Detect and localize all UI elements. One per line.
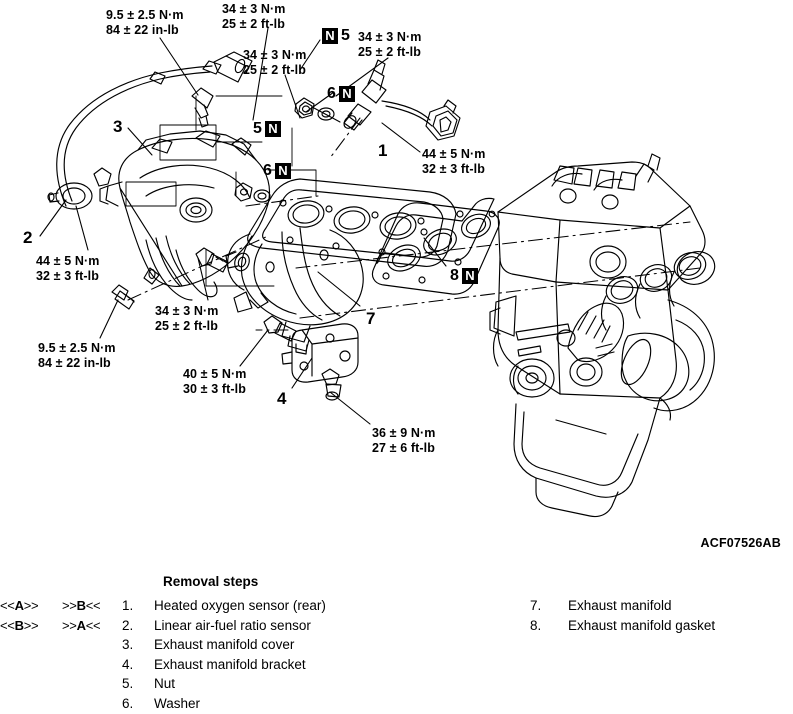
legend-item: <<A>> >>B<< 1. Heated oxygen sensor (rea… [0,596,326,616]
n-marker-left-6: 6 N [263,163,291,179]
legend-label: Washer [154,695,201,711]
n-marker-index: 6 [263,162,272,179]
legend-mark-a: <<B>> [0,617,39,633]
front-sensor-harness [47,51,253,210]
torque-callout-sensor-front: 44 ± 5 N·m 32 ± 3 ft-lb [36,254,100,283]
drawing-reference-code: ACF07526AB [700,536,781,550]
exhaust-manifold-gasket [371,197,500,295]
legend-label: Exhaust manifold bracket [154,656,306,672]
removal-steps-legend: Removal steps <<A>> >>B<< 1. Heated oxyg… [0,566,793,711]
exploded-view-diagram: 9.5 ± 2.5 N·m 84 ± 22 in-lb 34 ± 3 N·m 2… [23,2,781,550]
exhaust-manifold-bracket [281,323,359,383]
torque-callout-bracket-lower: 36 ± 9 N·m 27 ± 6 ft-lb [372,426,436,455]
legend-title: Removal steps [163,574,259,589]
legend-label: Exhaust manifold gasket [568,617,716,633]
legend-number: 4. [122,656,134,672]
n-chip-icon: N [322,28,338,44]
legend-item: 6. Washer [0,694,326,714]
n-marker-gasket-8: 8 N [450,268,478,284]
torque-callout-nut-right: 34 ± 3 N·m 25 ± 2 ft-lb [358,30,422,59]
assembly-axis-lines [127,117,701,331]
legend-number: 2. [122,617,134,633]
legend-item: <<B>> >>A<< 2. Linear air-fuel ratio sen… [0,616,326,636]
n-marker-index: 5 [341,27,350,44]
torque-callout-sensor-rear: 44 ± 5 N·m 32 ± 3 ft-lb [422,147,486,176]
part-number-2: 2 [23,228,33,247]
n-marker-top-6: 6 N [327,86,355,102]
n-marker-left-5: 5 N [253,121,281,137]
legend-item: 5. Nut [0,674,326,694]
n-marker-index: 8 [450,267,459,284]
torque-callout-nut-upper: 34 ± 3 N·m 25 ± 2 ft-lb [222,2,286,31]
n-marker-index: 6 [327,85,336,102]
legend-number: 7. [530,598,542,613]
leader-lines [39,27,447,425]
legend-label: Exhaust manifold [568,598,672,613]
legend-left-column: <<A>> >>B<< 1. Heated oxygen sensor (rea… [0,596,326,714]
legend-mark-a: <<A>> [0,598,39,613]
torque-callout-manifold-bolt: 34 ± 3 N·m 25 ± 2 ft-lb [155,304,219,333]
legend-number: 5. [122,676,134,692]
legend-item: 7. Exhaust manifold [530,596,715,616]
exhaust-manifold-cover [99,130,271,301]
n-chip-icon: N [264,121,281,137]
part-number-1: 1 [378,141,388,160]
n-marker-index: 5 [253,120,262,137]
engine-assembly [489,153,716,518]
n-marker-top-5: N 5 [322,28,350,44]
torque-callout-cover-upper: 9.5 ± 2.5 N·m 84 ± 22 in-lb [106,8,184,37]
legend-mark-b: >>A<< [62,617,101,633]
n-chip-icon: N [461,268,478,284]
diagram-linework [39,27,716,518]
part-number-3: 3 [113,117,123,136]
torque-callout-nut-mid: 34 ± 3 N·m 25 ± 2 ft-lb [243,48,307,77]
legend-number: 8. [530,617,542,633]
legend-number: 3. [122,637,134,653]
legend-item: 8. Exhaust manifold gasket [530,616,715,636]
legend-number: 6. [122,695,134,711]
exhaust-manifold [225,178,457,355]
legend-number: 1. [122,598,134,613]
torque-callout-cover-lower: 9.5 ± 2.5 N·m 84 ± 22 in-lb [38,341,116,370]
legend-label: Exhaust manifold cover [154,637,295,653]
legend-item: 3. Exhaust manifold cover [0,635,326,655]
construction-guide-lines [125,95,317,287]
legend-label: Heated oxygen sensor (rear) [154,598,326,613]
legend-mark-b: >>B<< [62,598,101,613]
legend-label: Linear air-fuel ratio sensor [154,617,311,633]
part-number-7: 7 [366,309,376,328]
n-chip-icon: N [274,163,291,179]
rear-oxygen-sensor [343,59,461,141]
part-number-4: 4 [277,389,287,408]
n-chip-icon: N [338,86,355,102]
torque-callout-bracket-upper: 40 ± 5 N·m 30 ± 3 ft-lb [183,367,247,396]
legend-label: Nut [154,676,176,692]
legend-right-column: 7. Exhaust manifold 8. Exhaust manifold … [530,596,715,635]
nuts-and-washers [93,97,342,401]
legend-item: 4. Exhaust manifold bracket [0,655,326,675]
